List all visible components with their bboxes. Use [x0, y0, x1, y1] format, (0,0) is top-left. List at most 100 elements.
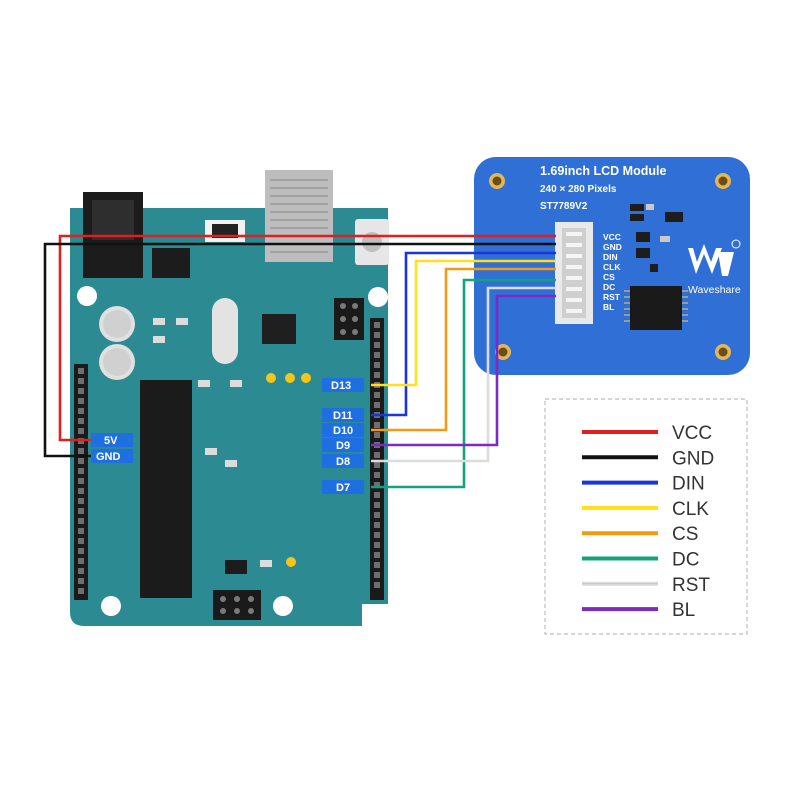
header-pin	[374, 582, 380, 588]
header-pin	[374, 342, 380, 348]
header-pin	[78, 578, 84, 584]
pin-label-d8: D8	[336, 456, 350, 468]
header-pin	[374, 522, 380, 528]
wire-rst	[371, 286, 556, 463]
header-pin	[374, 482, 380, 488]
led	[286, 557, 296, 567]
header-pin	[374, 562, 380, 568]
wire-bl	[371, 294, 556, 447]
led	[285, 373, 295, 383]
legend-box	[544, 398, 748, 635]
legend-label-dc: DC	[672, 550, 699, 571]
crystal	[212, 298, 238, 364]
wire-gnd	[43, 242, 556, 458]
header-pin	[78, 458, 84, 464]
pin-label-5v: 5V	[104, 435, 118, 447]
wire-cs	[371, 267, 556, 432]
pin-label-d10: D10	[333, 425, 353, 437]
lcd-resolution: 240 × 280 Pixels	[540, 184, 617, 195]
led	[301, 373, 311, 383]
header-pin	[78, 498, 84, 504]
header-pin	[374, 332, 380, 338]
wire-vcc	[58, 234, 556, 442]
header-pin	[78, 508, 84, 514]
brand-label: Waveshare	[688, 284, 741, 296]
header-pin	[374, 372, 380, 378]
header-pin	[374, 532, 380, 538]
voltage-regulator	[152, 248, 190, 278]
header-pin	[374, 572, 380, 578]
right-pin-header	[370, 318, 384, 600]
lcd-pin-dc: DC	[603, 282, 615, 292]
header-pin	[78, 408, 84, 414]
wire-clk	[371, 259, 556, 387]
atmega-chip	[140, 380, 192, 598]
icsp-header-bottom	[213, 590, 261, 620]
lcd-pin-gnd: GND	[603, 242, 622, 252]
wire-din	[371, 251, 556, 417]
legend-label-clk: CLK	[672, 499, 709, 520]
lcd-driver-chip	[630, 286, 682, 330]
header-pin	[374, 402, 380, 408]
header-pin	[78, 428, 84, 434]
mounting-hole	[101, 596, 121, 616]
header-pin	[374, 452, 380, 458]
pin-label-gnd: GND	[96, 451, 121, 463]
header-pin	[78, 368, 84, 374]
header-pin	[78, 488, 84, 494]
lcd-title: 1.69inch LCD Module	[540, 164, 666, 178]
header-pin	[374, 362, 380, 368]
mounting-hole	[77, 286, 97, 306]
icsp-header	[334, 298, 364, 340]
pin-label-d13: D13	[331, 380, 351, 392]
legend-label-cs: CS	[672, 524, 698, 545]
header-pin	[78, 448, 84, 454]
lcd-pin-clk: CLK	[603, 262, 621, 272]
header-pin	[78, 398, 84, 404]
mounting-hole	[368, 287, 388, 307]
waveshare-logo-icon	[688, 239, 741, 276]
header-pin	[78, 468, 84, 474]
pin-label-d11: D11	[333, 410, 353, 422]
lcd-pin-vcc: VCC	[603, 232, 621, 242]
usb-chip	[262, 314, 296, 344]
header-pin	[78, 478, 84, 484]
header-pin	[374, 472, 380, 478]
header-pin	[374, 552, 380, 558]
wires	[43, 234, 556, 489]
header-pin	[78, 388, 84, 394]
header-pin	[374, 542, 380, 548]
arduino-pin-labels: 5V GND D13 D11 D10 D9 D8 D7	[91, 378, 364, 494]
mounting-hole	[273, 596, 293, 616]
header-pin	[78, 518, 84, 524]
header-pin	[374, 512, 380, 518]
header-pin	[78, 588, 84, 594]
legend-label-vcc: VCC	[672, 423, 712, 444]
header-pin	[374, 502, 380, 508]
lcd-module: 1.69inch LCD Module 240 × 280 Pixels ST7…	[474, 157, 750, 375]
pin-label-d7: D7	[336, 482, 350, 494]
wire-dc	[371, 278, 556, 489]
legend-label-rst: RST	[672, 575, 710, 596]
header-pin	[374, 462, 380, 468]
header-pin	[374, 392, 380, 398]
header-pin	[374, 492, 380, 498]
legend-label-gnd: GND	[672, 448, 714, 469]
header-pin	[78, 378, 84, 384]
header-pin	[374, 432, 380, 438]
lcd-pin-bl: BL	[603, 302, 614, 312]
header-pin	[78, 538, 84, 544]
lcd-pin-rst: RST	[603, 292, 621, 302]
header-pin	[374, 422, 380, 428]
lcd-pin-din: DIN	[603, 252, 618, 262]
header-pin	[78, 528, 84, 534]
header-pin	[78, 558, 84, 564]
header-pin	[78, 418, 84, 424]
lcd-pin-cs: CS	[603, 272, 615, 282]
led	[266, 373, 276, 383]
header-pin	[78, 568, 84, 574]
pin-label-d9: D9	[336, 440, 350, 452]
lcd-driver: ST7789V2	[540, 201, 588, 212]
